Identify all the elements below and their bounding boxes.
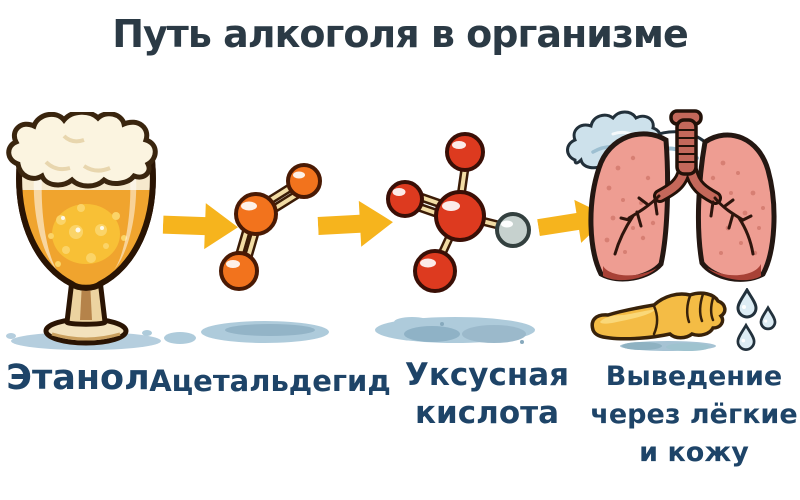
beer-glass-icon	[6, 112, 161, 350]
atom-sphere-red	[434, 190, 486, 242]
stage-label-line: через лёгкие	[590, 399, 798, 430]
atom-sphere-orange	[286, 163, 322, 199]
atom-sphere-orange	[219, 251, 259, 291]
atom-sphere-red	[386, 180, 424, 218]
arrow-right-icon	[162, 203, 238, 250]
bronchial-branches	[613, 194, 755, 256]
atom-sphere-red	[445, 132, 485, 172]
right-lung	[695, 132, 777, 282]
acetic-acid-molecule-icon	[386, 132, 531, 293]
trachea	[653, 109, 722, 205]
stage-label-line: Ацетальдегид	[149, 364, 391, 398]
acetaldehyde-molecule-icon	[219, 163, 322, 291]
stage-label-acetic-acid: Уксусная кислота	[398, 356, 576, 432]
atom-sphere-gray	[495, 212, 531, 248]
stage-label-line: Выведение	[605, 361, 783, 392]
puddle-shadow	[142, 321, 329, 344]
left-lung	[588, 131, 671, 282]
page-title: Путь алкоголя в организме	[112, 12, 689, 56]
stage-label-line: Этанол	[6, 358, 150, 398]
arrow-right-icon	[317, 200, 393, 247]
atom-sphere-red	[413, 249, 457, 293]
puddle-shadow	[375, 317, 535, 344]
stage-label-line: и кожу	[639, 437, 749, 468]
stage-label-line: кислота	[414, 395, 560, 431]
arm-icon	[590, 291, 727, 351]
atom-sphere-orange	[234, 192, 278, 236]
beer-foam	[6, 112, 158, 189]
water-drops-icon	[736, 288, 777, 351]
stage-label-line: Уксусная	[404, 357, 570, 393]
stage-label-ethanol: Этанол	[0, 358, 156, 398]
lungs-icon	[566, 109, 777, 282]
stage-label-acetaldehyde: Ацетальдегид	[148, 364, 392, 398]
stage-label-elimination: Выведение через лёгкие и кожу	[588, 358, 800, 472]
